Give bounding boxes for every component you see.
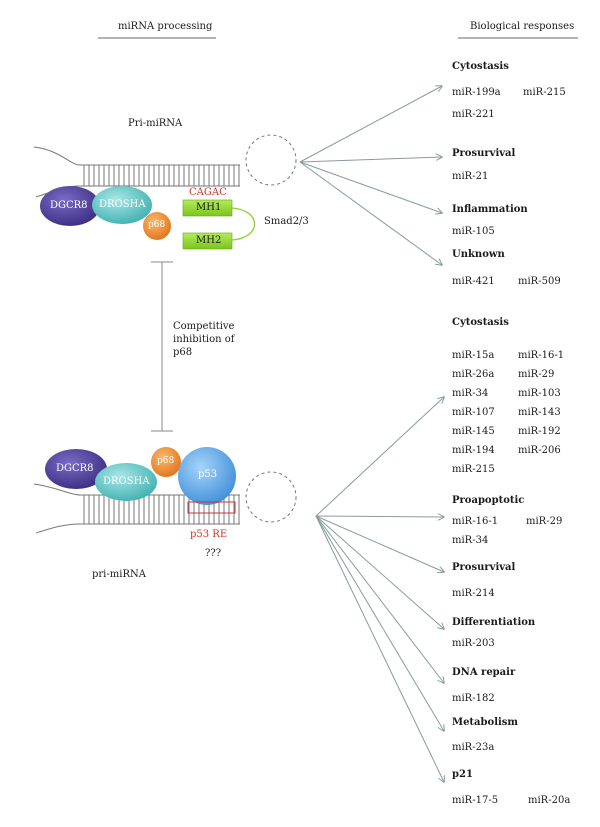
pri-mirna-label-top: Pri-miRNA <box>128 118 183 129</box>
mirna-mir-215: miR-215 <box>452 464 495 475</box>
top-category-cytostasis: Cytostasis <box>452 61 509 72</box>
mirna-mir-34: miR-34 <box>452 388 489 399</box>
inhibition-line-3: p68 <box>173 347 193 358</box>
mirna-mir-15a: miR-15a <box>452 350 495 361</box>
mirna-mir-194: miR-194 <box>452 445 495 456</box>
smad-label: Smad2/3 <box>264 216 309 227</box>
inhibition-line-1: Competitive <box>173 321 235 332</box>
arrow-to-p21 <box>315 515 444 782</box>
mirna-mir-20a: miR-20a <box>528 795 571 806</box>
top-category-inflammation: Inflammation <box>452 204 528 215</box>
mirna-mir-206: miR-206 <box>518 445 561 456</box>
bottom-category-proapoptotic: Proapoptotic <box>452 495 525 506</box>
top-category-prosurvival: Prosurvival <box>452 148 516 159</box>
mirna-mir-145: miR-145 <box>452 426 495 437</box>
mirna-mir-16-1: miR-16-1 <box>518 350 565 361</box>
arrow-to-unknown <box>299 161 442 265</box>
mirna-mir-203: miR-203 <box>452 638 495 649</box>
mirna-mir-509: miR-509 <box>518 276 561 287</box>
bottom-category-differentiation: Differentiation <box>452 617 536 628</box>
p53-re-box <box>187 501 236 514</box>
header-mirna-processing: miRNA processing <box>118 21 213 32</box>
cagac-label: CAGAC <box>189 187 227 198</box>
dgcr8-shape-top <box>40 186 100 226</box>
arrow-to-inflammation <box>299 161 442 213</box>
bottom-category-prosurvival: Prosurvival <box>452 562 516 573</box>
bottom-category-metabolism: Metabolism <box>452 717 519 728</box>
drosha-shape-bottom <box>95 463 157 501</box>
mirna-mir-29: miR-29 <box>518 369 555 380</box>
top-response-arrows <box>299 86 442 265</box>
p53-shape <box>178 447 236 505</box>
mirna-mir-214: miR-214 <box>452 588 495 599</box>
bottom-hairpin <box>33 471 297 534</box>
bottom-category-p21: p21 <box>452 769 473 780</box>
mirna-mir-143: miR-143 <box>518 407 561 418</box>
top-category-unknown: Unknown <box>452 249 505 260</box>
mh1-label: MH1 <box>196 202 222 213</box>
p68-shape-top <box>143 212 171 240</box>
mirna-mir-221: miR-221 <box>452 109 495 120</box>
mh2-box <box>182 232 233 250</box>
mh1-box <box>182 199 233 217</box>
bottom-category-dna-repair: DNA repair <box>452 667 516 678</box>
arrow-to-cytostasis <box>299 86 442 163</box>
arrow-to-cytostasis <box>315 397 444 517</box>
p53-label: p53 <box>198 469 218 480</box>
drosha-shape-top <box>92 186 152 224</box>
mirna-mir-107: miR-107 <box>452 407 495 418</box>
bottom-response-arrows <box>315 397 444 782</box>
arrow-to-dna-repair <box>315 515 444 683</box>
mirna-mir-192: miR-192 <box>518 426 561 437</box>
inhibition-bar <box>151 261 173 432</box>
arrow-to-proapoptotic <box>315 516 444 517</box>
drosha-label-top: DROSHA <box>99 199 146 210</box>
mirna-mir-16-1: miR-16-1 <box>452 516 499 527</box>
mirna-mir-26a: miR-26a <box>452 369 495 380</box>
header-biological-responses: Biological responses <box>470 21 575 32</box>
dgcr8-label-top: DGCR8 <box>50 200 88 211</box>
mirna-mir-215: miR-215 <box>523 87 566 98</box>
unknown-marks-label: ??? <box>205 548 222 559</box>
arrow-to-prosurvival <box>299 157 442 163</box>
mirna-mir-34: miR-34 <box>452 535 489 546</box>
p68-shape-bottom <box>151 447 181 477</box>
arrow-to-prosurvival <box>315 515 444 572</box>
mirna-mir-421: miR-421 <box>452 276 495 287</box>
pri-mirna-label-bottom: pri-miRNA <box>92 569 146 580</box>
mirna-mir-23a: miR-23a <box>452 742 495 753</box>
arrow-to-differentiation <box>315 515 444 629</box>
p53-re-label: p53 RE <box>190 529 228 540</box>
mirna-mir-199a: miR-199a <box>452 87 501 98</box>
inhibition-line-2: inhibition of <box>173 334 235 345</box>
bottom-category-cytostasis: Cytostasis <box>452 317 509 328</box>
mirna-mir-29: miR-29 <box>526 516 563 527</box>
drosha-label-bottom: DROSHA <box>103 476 150 487</box>
dgcr8-shape-bottom <box>45 449 107 489</box>
smad-linker <box>231 207 256 241</box>
dgcr8-label-bottom: DGCR8 <box>56 463 94 474</box>
mirna-mir-182: miR-182 <box>452 693 495 704</box>
arrow-to-metabolism <box>315 515 444 731</box>
mirna-mir-105: miR-105 <box>452 226 495 237</box>
mh2-label: MH2 <box>196 235 222 246</box>
p68-label-bottom: p68 <box>157 456 175 466</box>
mirna-mir-103: miR-103 <box>518 388 561 399</box>
mirna-mir-17-5: miR-17-5 <box>452 795 499 806</box>
p68-label-top: p68 <box>148 220 166 230</box>
mirna-mir-21: miR-21 <box>452 171 489 182</box>
